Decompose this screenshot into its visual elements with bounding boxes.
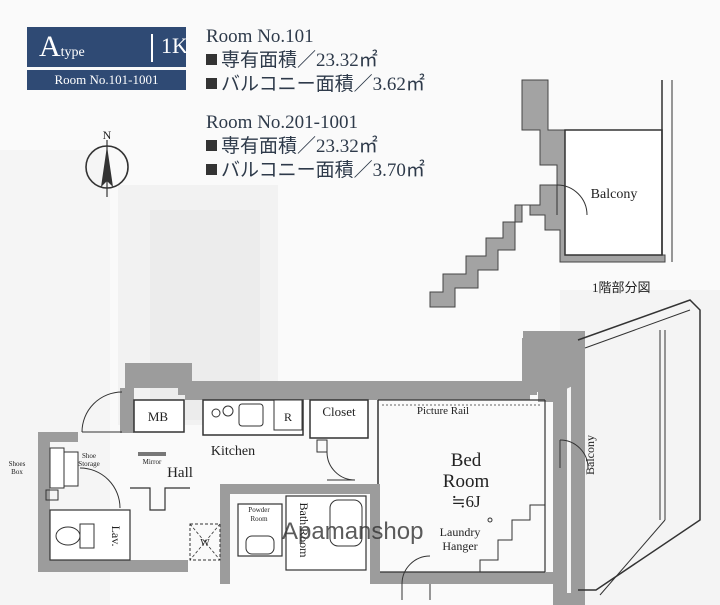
laundry-label-1: Laundry (440, 525, 481, 539)
bullet-icon (206, 78, 217, 89)
room-101-balcony-text: バルコニー面積／3.62㎡ (221, 74, 425, 95)
room-201-balcony: バルコニー面積／3.70㎡ (206, 159, 425, 183)
partial-plan-upper: Balcony (429, 79, 673, 308)
compass-north-label: N (103, 128, 112, 142)
badge-type: Atype (39, 31, 85, 69)
powder-room-label-2: Room (250, 515, 268, 523)
badge-rooms: Room No.101-1001 (54, 72, 159, 87)
room-201-area-text: 専有面積／23.32㎡ (221, 136, 378, 157)
balcony-side-label: Balcony (583, 435, 597, 475)
room-201-title: Room No.201-1001 (206, 112, 358, 133)
room-101-area-text: 専有面積／23.32㎡ (221, 50, 378, 71)
mb-label: MB (148, 409, 169, 424)
partial-plan-caption: 1階部分図 (592, 280, 651, 295)
badge-bottom-bar (27, 70, 186, 90)
bath-room-label: Bath Room (297, 502, 311, 558)
lav-label: Lav. (109, 526, 123, 547)
bullet-icon (206, 140, 217, 151)
shoes-box-label-1: Shoes (9, 460, 26, 468)
room-201-balcony-text: バルコニー面積／3.70㎡ (221, 160, 425, 181)
bed-room-label-1: Bed (451, 450, 482, 471)
compass-icon: N (85, 128, 129, 197)
type-badge: Atype 1K Room No.101-1001 (27, 27, 188, 90)
washer-label: W (200, 538, 210, 549)
laundry-label-2: Hanger (442, 539, 477, 553)
bullet-icon (206, 54, 217, 65)
main-plan (38, 299, 701, 605)
hall-label: Hall (167, 465, 193, 481)
shoe-storage-label-1: Shoe (82, 452, 96, 460)
badge-type-letter: A (39, 30, 61, 63)
room-101-area: 専有面積／23.32㎡ (206, 49, 378, 73)
room-101-balcony: バルコニー面積／3.62㎡ (206, 73, 425, 97)
bed-room-label-2: Room (443, 471, 490, 492)
badge-layout: 1K (161, 33, 188, 58)
watermark: Apamanshop (282, 518, 424, 545)
closet-label: Closet (322, 404, 356, 419)
refrigerator-label: R (284, 410, 292, 424)
shoe-storage-label-2: Storage (78, 460, 99, 468)
powder-room-label-1: Powder (248, 506, 270, 514)
mirror-label: Mirror (143, 458, 162, 466)
badge-separator (151, 34, 153, 62)
picture-rail-label: Picture Rail (417, 405, 469, 417)
room-201-area: 専有面積／23.32㎡ (206, 135, 378, 159)
room-101-title: Room No.101 (206, 26, 314, 47)
badge-top-bar (27, 27, 186, 67)
shoes-box-label-2: Box (11, 468, 23, 476)
badge-type-word: type (60, 45, 85, 60)
kitchen-label: Kitchen (211, 444, 255, 459)
balcony-upper-label: Balcony (591, 187, 638, 202)
bed-room-size: ≒6J (451, 492, 481, 511)
bullet-icon (206, 164, 217, 175)
